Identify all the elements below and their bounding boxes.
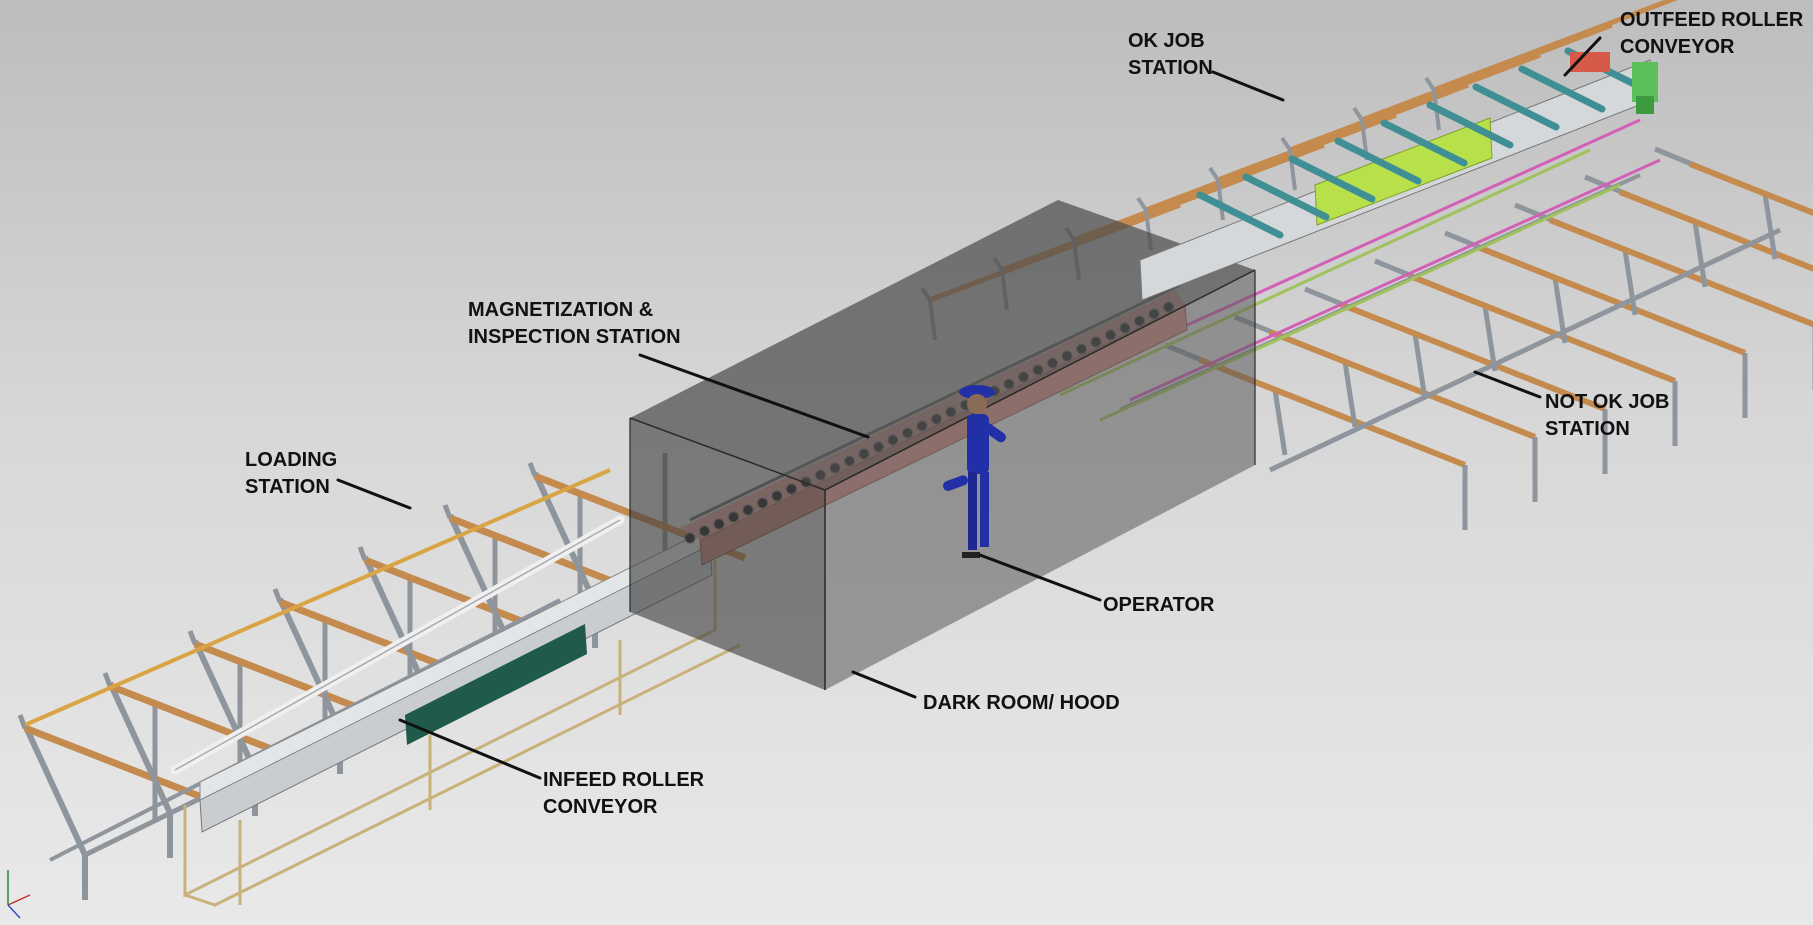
teal-roller [1196,191,1284,239]
infeed-top-rail [24,468,611,727]
infeed-roller-conveyor [170,515,741,907]
teal-roller [1426,101,1514,149]
teal-roller [1334,137,1422,185]
outfeed-support-frame [1444,230,1748,418]
outfeed-roller-conveyor [1139,47,1658,301]
axis-triad-icon [7,870,31,919]
teal-roller [1242,173,1330,221]
leader-lines [336,36,1602,780]
teal-roller [1472,83,1560,131]
teal-roller [1288,155,1376,203]
outfeed-support-frame [1374,258,1678,446]
outfeed-gear-motor [1632,62,1658,102]
outfeed-support-frame [1514,202,1813,390]
outfeed-support-frame [1654,146,1813,260]
outfeed-support-frame [1304,286,1608,474]
infeed-panel [405,624,587,745]
teal-rollers [1196,47,1652,239]
label-dark-room-hood: DARK ROOM/ HOOD [923,692,1120,714]
teal-roller [1518,65,1606,113]
label-operator: OPERATOR [1103,594,1215,616]
operator-figure [942,385,1006,558]
dark-room-hood [629,200,1256,690]
outfeed-frame-rail [1268,227,1782,473]
teal-roller [1380,119,1468,167]
label-magnetization-inspection-station: MAGNETIZATION &INSPECTION STATION [468,299,681,348]
